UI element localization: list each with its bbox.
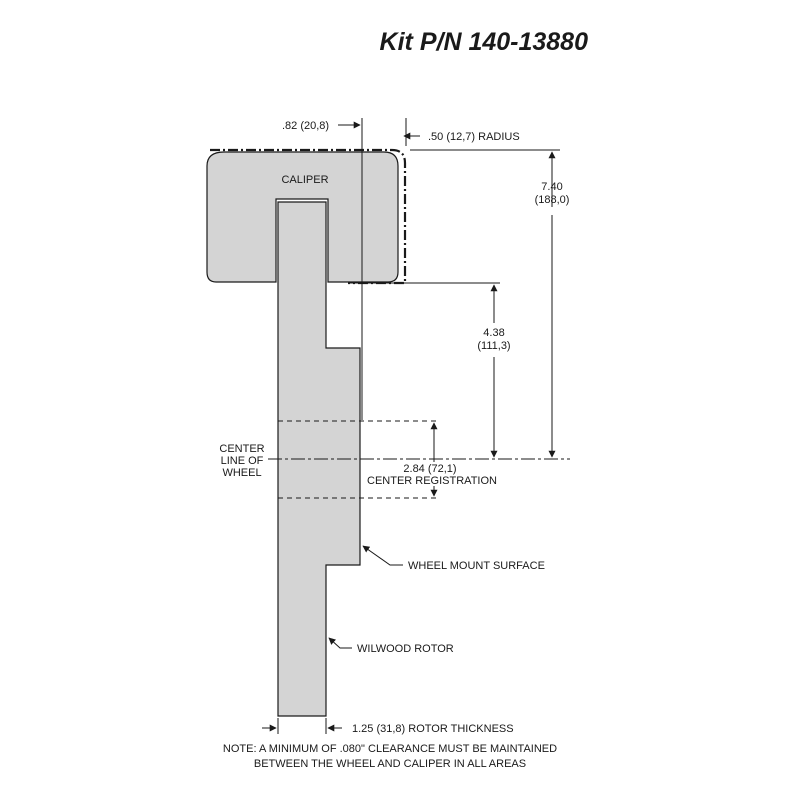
- caliper-clear-in: 4.38: [483, 327, 504, 339]
- wheel-mount-leader: [362, 545, 403, 566]
- kit-part-number-title: Kit P/N 140-13880: [380, 28, 589, 56]
- rotor-thickness-dimension: 1.25 (31,8) ROTOR THICKNESS: [352, 723, 514, 735]
- center-line-label-2: LINE OF: [221, 455, 264, 467]
- caliper-label: CALIPER: [281, 174, 328, 186]
- wheel-mount-surface-label: WHEEL MOUNT SURFACE: [408, 560, 545, 572]
- caliper-clear-mm: (111,3): [477, 340, 510, 352]
- clearance-note-line-1: NOTE: A MINIMUM OF .080" CLEARANCE MUST …: [223, 743, 557, 755]
- center-line-label-3: WHEEL: [222, 467, 261, 479]
- wilwood-rotor-label: WILWOOD ROTOR: [357, 643, 454, 655]
- center-registration-label: CENTER REGISTRATION: [367, 475, 497, 487]
- center-line-label-1: CENTER: [219, 443, 264, 455]
- overall-height-in: 7.40: [541, 181, 562, 193]
- overall-height-mm: (188,0): [535, 194, 570, 206]
- caliper-shape: [206, 151, 399, 283]
- radius-dimension: .50 (12,7) RADIUS: [428, 131, 520, 143]
- rotor-leader: [328, 637, 352, 649]
- clearance-note-line-2: BETWEEN THE WHEEL AND CALIPER IN ALL ARE…: [254, 758, 526, 770]
- clearance-envelope: [210, 148, 407, 285]
- caliper-offset-dimension: .82 (20,8): [282, 120, 329, 132]
- center-reg-dimension: 2.84 (72,1): [403, 463, 456, 475]
